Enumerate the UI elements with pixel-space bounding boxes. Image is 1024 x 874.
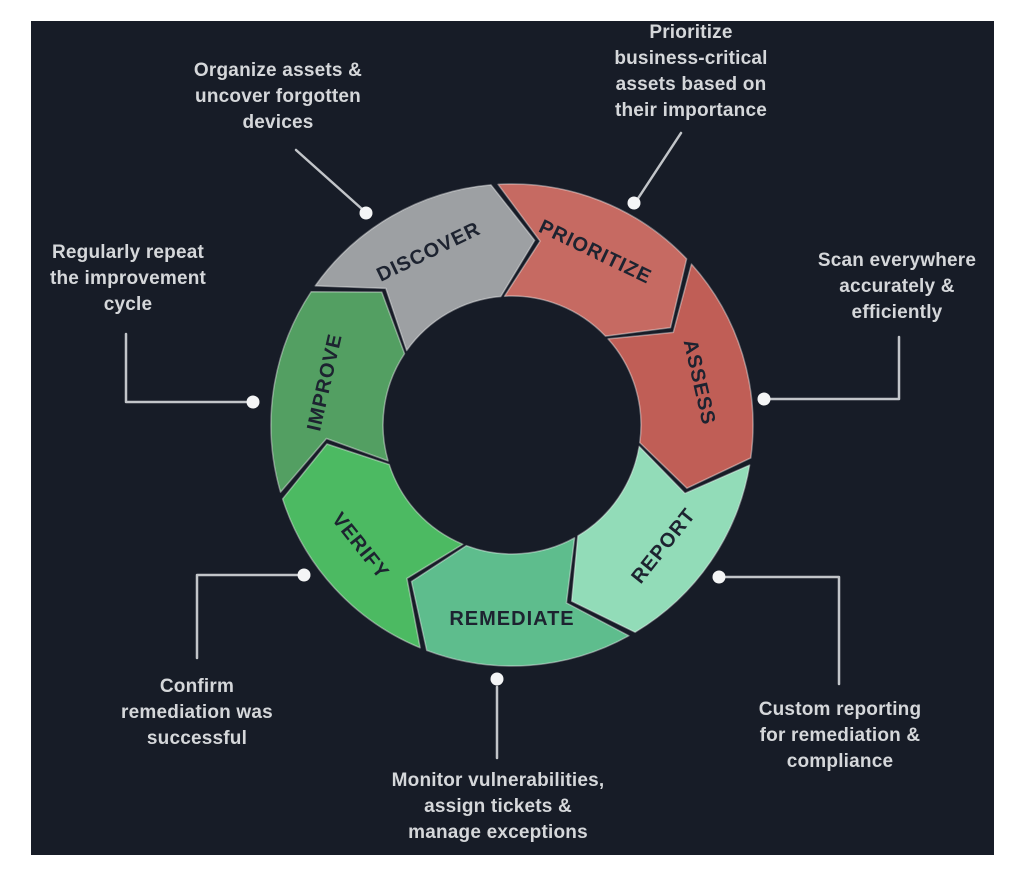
segment-report bbox=[570, 445, 751, 633]
dark-background-panel bbox=[31, 21, 994, 855]
segment-verify bbox=[281, 443, 464, 649]
annotation-prioritize: Prioritize business-critical assets base… bbox=[614, 22, 768, 121]
connector-line-discover bbox=[294, 148, 364, 211]
connector-dot-prioritize bbox=[627, 196, 641, 210]
connector-dot-improve bbox=[246, 395, 260, 409]
connector-line-assess bbox=[768, 335, 901, 401]
connector-line-prioritize bbox=[635, 131, 683, 202]
connector-dot-report bbox=[712, 570, 726, 584]
connector-dot-discover bbox=[359, 206, 373, 220]
segment-improve bbox=[270, 290, 406, 493]
connector-line-report bbox=[724, 575, 841, 686]
segment-label-remediate: REMEDIATE bbox=[449, 608, 574, 630]
connector-dot-remediate bbox=[490, 672, 504, 686]
annotation-verify: Confirm remediation was successful bbox=[121, 676, 273, 749]
segment-prioritize bbox=[497, 183, 688, 337]
connector-line-verify bbox=[195, 573, 299, 660]
annotation-improve: Regularly repeat the improvement cycle bbox=[49, 242, 207, 315]
annotation-remediate: Monitor vulnerabilities, assign tickets … bbox=[391, 770, 605, 843]
annotation-discover: Organize assets & uncover forgotten devi… bbox=[193, 60, 363, 133]
connector-dots-group bbox=[246, 196, 771, 686]
annotation-report: Custom reporting for remediation & compl… bbox=[758, 699, 922, 772]
connector-dot-verify bbox=[297, 568, 311, 582]
connector-line-improve bbox=[124, 332, 248, 404]
segment-assess bbox=[607, 263, 754, 489]
connector-lines-group bbox=[124, 131, 901, 760]
segment-remediate bbox=[410, 537, 630, 667]
segment-discover bbox=[314, 184, 536, 352]
connector-dot-assess bbox=[757, 392, 771, 406]
annotation-assess: Scan everywhere accurately & efficiently bbox=[817, 250, 977, 323]
